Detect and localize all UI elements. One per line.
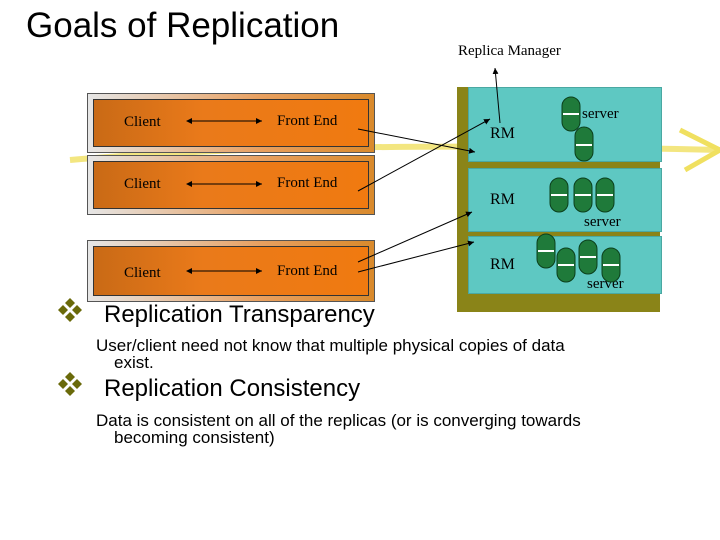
replica-manager-label: Replica Manager — [458, 43, 561, 59]
front-end-label: Front End — [277, 263, 338, 279]
bullet-icon-1 — [58, 298, 82, 322]
server-highlights — [538, 113, 619, 266]
rm-label-3: RM — [490, 256, 515, 273]
client-label: Client — [124, 176, 161, 192]
rm-label-1: RM — [490, 125, 515, 142]
server-label-2: server — [584, 214, 621, 230]
rm-label-2: RM — [490, 191, 515, 208]
bullet-text-line: exist. — [114, 353, 154, 372]
highlight-zigzag — [678, 127, 720, 173]
bullet-heading-transparency: Replication Transparency — [104, 301, 375, 328]
client-label: Client — [124, 265, 161, 281]
client-frontend-row-1: Client Front End — [87, 93, 375, 153]
fe-rm-arrow-2 — [357, 118, 491, 192]
server-group-1 — [561, 96, 594, 162]
front-end-label: Front End — [277, 113, 338, 129]
rm-label-pointer — [492, 67, 501, 124]
fe-rm-arrow-1 — [357, 128, 476, 154]
bullet-heading-consistency: Replication Consistency — [104, 375, 361, 402]
bullet-text-line: User/client need not know that multiple … — [96, 336, 565, 355]
bullet-text-consistency: Data is consistent on all of the replica… — [96, 412, 706, 446]
bullet-icon-2 — [58, 372, 82, 396]
fe-rm-arrow-4 — [357, 240, 475, 273]
bullet-text-line: Data is consistent on all of the replica… — [96, 411, 581, 430]
server-group-3 — [536, 233, 621, 283]
front-end-label: Front End — [277, 175, 338, 191]
fe-rm-arrow-3 — [357, 211, 473, 263]
server-label-1: server — [582, 106, 619, 122]
bullet-text-transparency: User/client need not know that multiple … — [96, 337, 696, 371]
client-label: Client — [124, 114, 161, 130]
slide-title: Goals of Replication — [26, 6, 340, 45]
bullet-text-line: becoming consistent) — [114, 428, 275, 447]
client-frontend-row-3: Client Front End — [87, 240, 375, 302]
